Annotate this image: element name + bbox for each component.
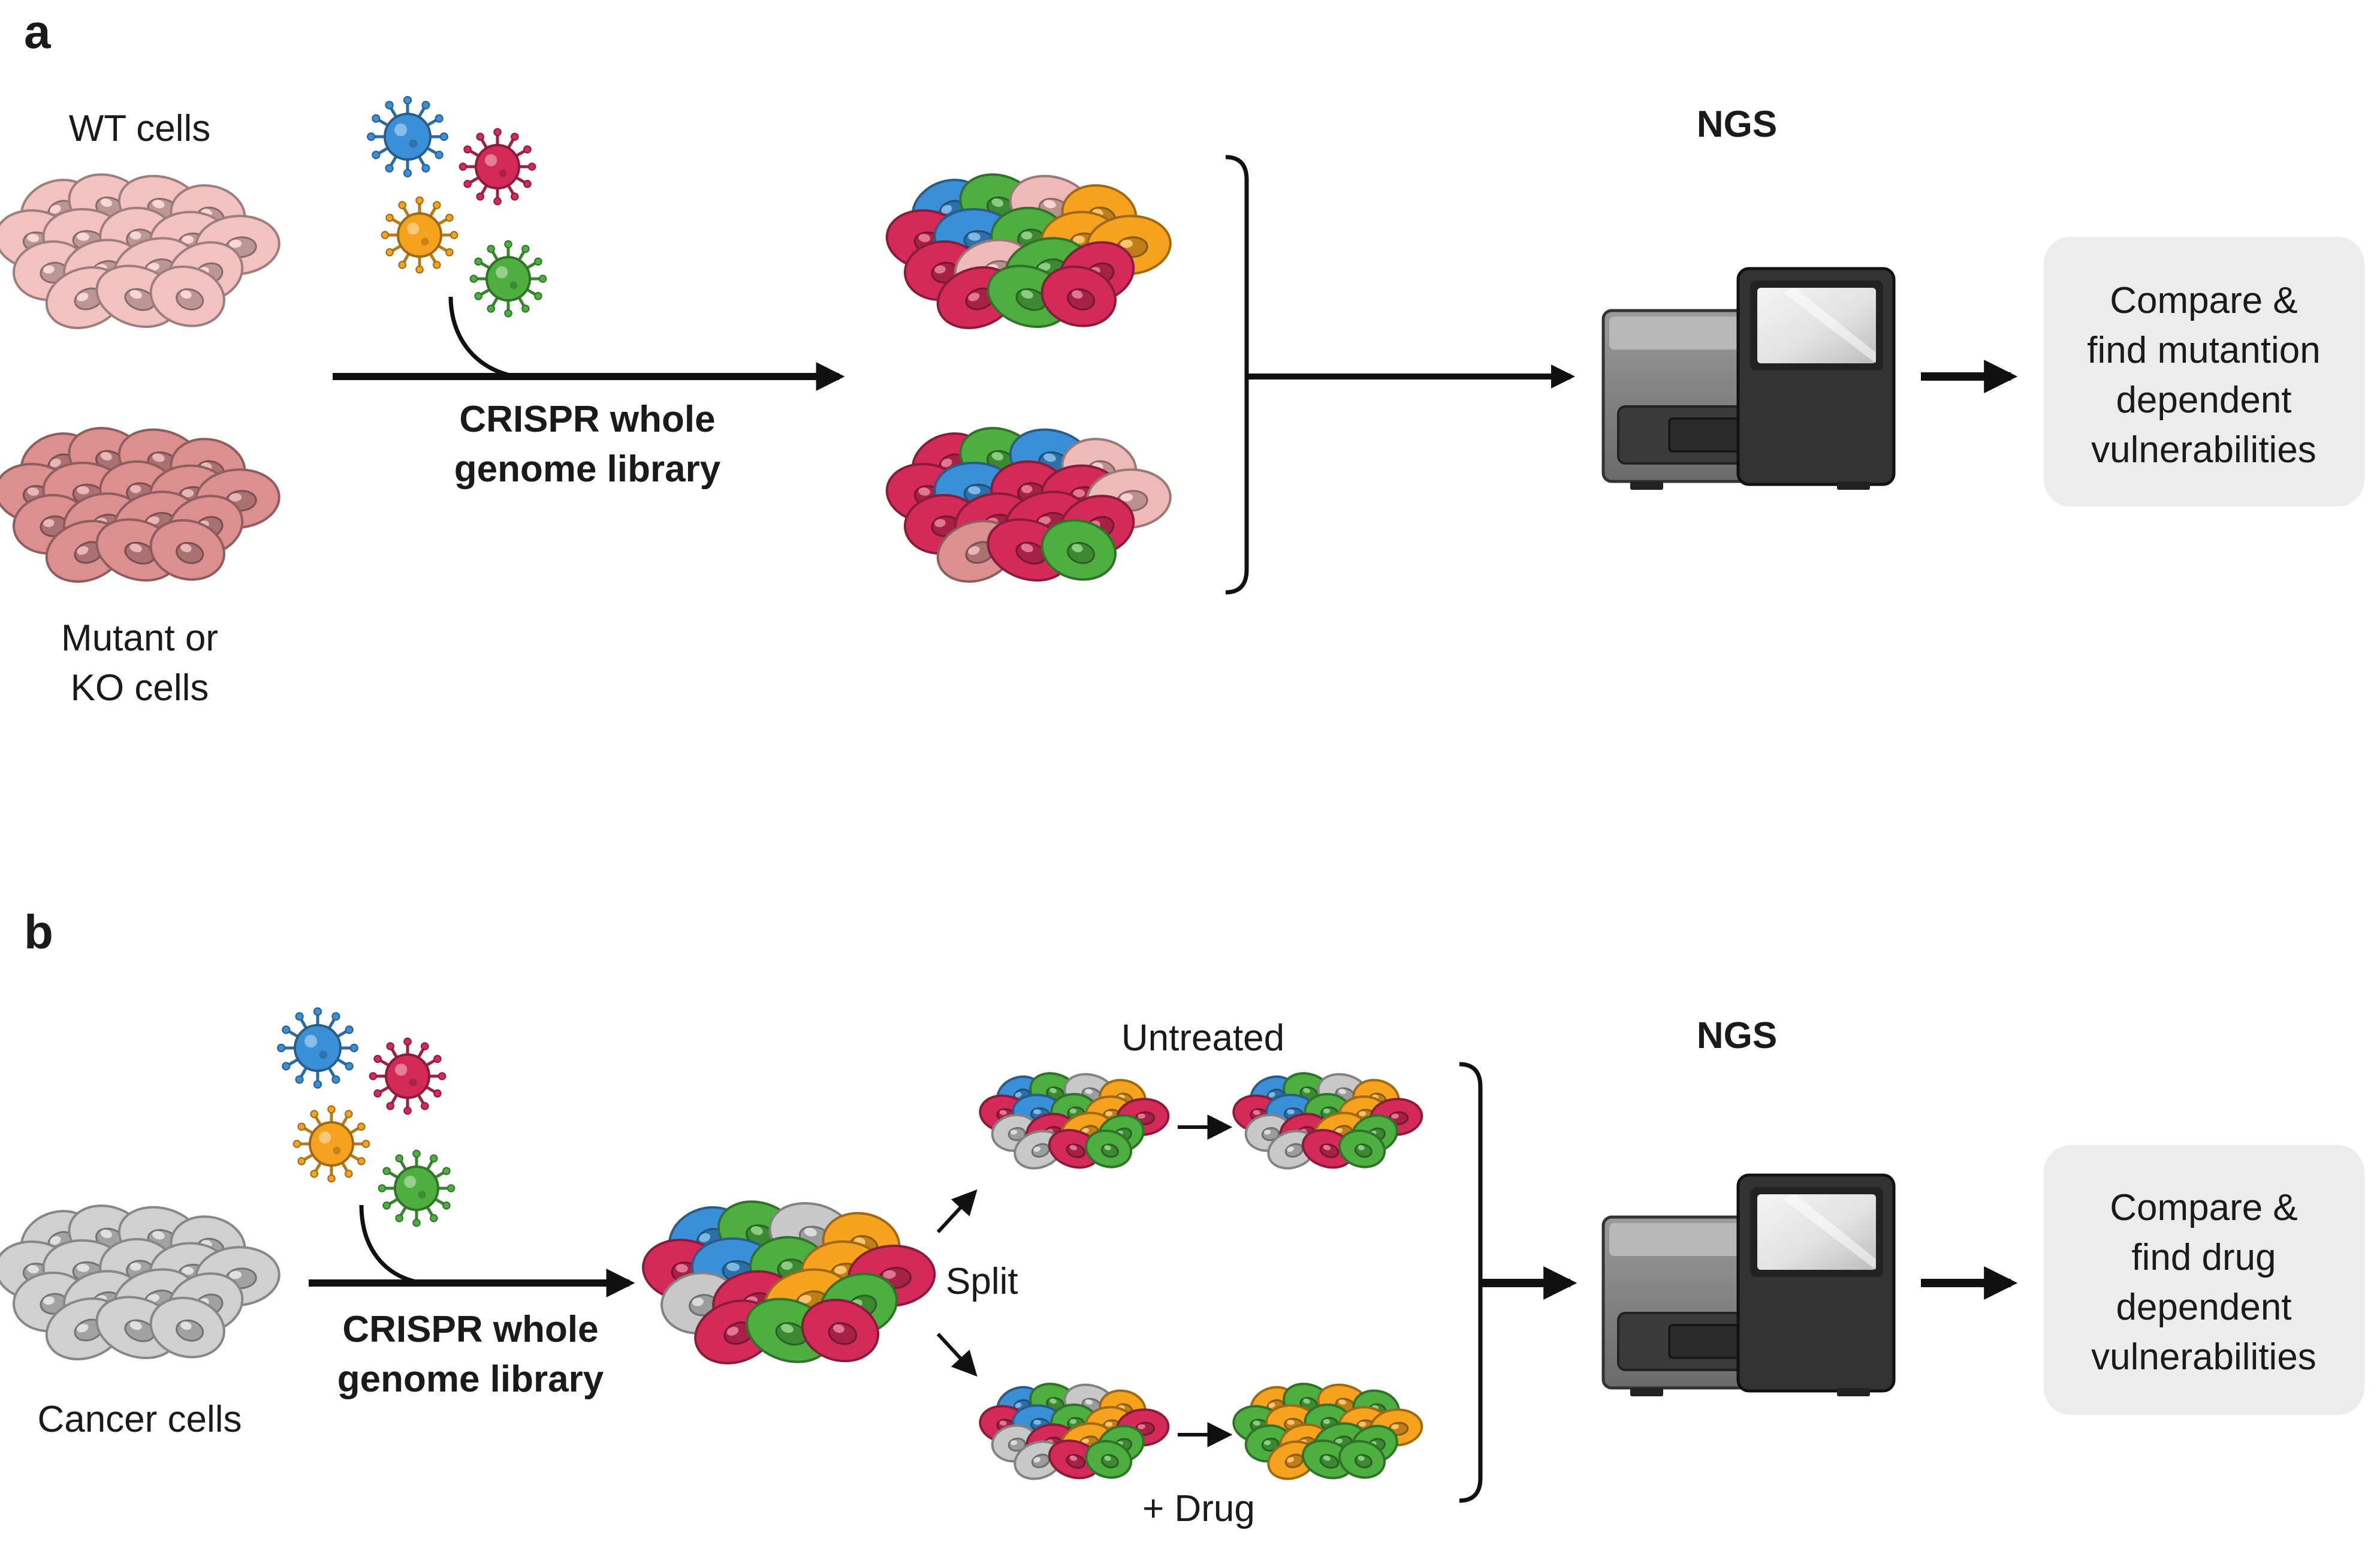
result-box xyxy=(2044,1145,2364,1415)
split-arrow-up xyxy=(936,1189,978,1234)
library-label-line2: genome library xyxy=(454,448,721,490)
mutant-label-line1: Mutant or xyxy=(61,618,218,659)
result-line4: vulnerabilities xyxy=(2091,429,2316,471)
cell xyxy=(149,519,225,581)
cell xyxy=(1040,519,1117,581)
virus-joining-curve xyxy=(448,296,516,379)
virus xyxy=(367,96,448,177)
cell xyxy=(801,1299,880,1363)
virus xyxy=(381,196,458,274)
result-line1: Compare & xyxy=(2110,280,2298,321)
transduced-mutant-population xyxy=(885,427,1172,583)
cell xyxy=(149,265,225,327)
result-line1: Compare & xyxy=(2110,1187,2298,1228)
untreated-population-end xyxy=(1232,1072,1423,1170)
grouping-bracket xyxy=(1225,155,1249,595)
cancer-cells-label: Cancer cells xyxy=(37,1399,242,1440)
mutant-cell-cluster xyxy=(0,427,280,583)
cancer-cell-cluster xyxy=(0,1204,280,1360)
drug-population-end xyxy=(1232,1383,1423,1480)
result-box xyxy=(2044,237,2364,507)
cell xyxy=(1048,1129,1100,1169)
virus xyxy=(292,1105,370,1183)
panel-a: a WT cells Mutant or KO cells CRISPR who… xyxy=(0,5,2364,709)
untreated-population-start xyxy=(979,1072,1170,1170)
split-arrow-down xyxy=(936,1332,978,1377)
transduced-cancer-population xyxy=(642,1200,936,1365)
result-line3: dependent xyxy=(2116,1287,2291,1328)
cell xyxy=(1085,1129,1133,1168)
drug-label: + Drug xyxy=(1142,1488,1255,1529)
result-line2: find mutantion xyxy=(2087,330,2320,371)
virus xyxy=(458,128,536,206)
result-line2: find drug xyxy=(2131,1237,2276,1278)
wt-cells-label: WT cells xyxy=(69,108,211,149)
lentivirus-group xyxy=(277,1007,456,1227)
result-line3: dependent xyxy=(2116,380,2291,421)
drug-population-start xyxy=(979,1383,1170,1480)
library-label-line1: CRISPR whole xyxy=(459,399,715,440)
cell xyxy=(149,1296,225,1359)
split-label: Split xyxy=(946,1261,1018,1302)
library-label-line2: genome library xyxy=(337,1359,604,1400)
ngs-sequencer-icon xyxy=(1601,1173,1896,1396)
ngs-label: NGS xyxy=(1697,1015,1777,1056)
virus xyxy=(277,1007,358,1089)
virus xyxy=(369,1037,447,1115)
untreated-label: Untreated xyxy=(1121,1017,1284,1059)
result-line4: vulnerabilities xyxy=(2091,1336,2316,1378)
virus xyxy=(469,240,547,318)
virus xyxy=(378,1149,456,1227)
cell xyxy=(1338,1129,1386,1168)
mutant-label-line2: KO cells xyxy=(71,667,209,709)
cell xyxy=(1040,265,1117,327)
virus-joining-curve xyxy=(359,1204,423,1285)
panel-a-letter: a xyxy=(24,5,51,58)
library-label-line1: CRISPR whole xyxy=(342,1309,598,1350)
cell xyxy=(1085,1439,1133,1479)
ngs-label: NGS xyxy=(1697,104,1777,145)
panel-b: b Cancer cells CRISPR whole genome libra… xyxy=(0,905,2364,1529)
grouping-bracket xyxy=(1459,1062,1483,1503)
wt-cell-cluster xyxy=(0,173,280,329)
ngs-sequencer-icon xyxy=(1601,267,1896,490)
lentivirus-group xyxy=(367,96,547,318)
panel-b-letter: b xyxy=(24,905,53,959)
cell xyxy=(1338,1439,1386,1479)
transduced-wt-population xyxy=(885,173,1172,329)
